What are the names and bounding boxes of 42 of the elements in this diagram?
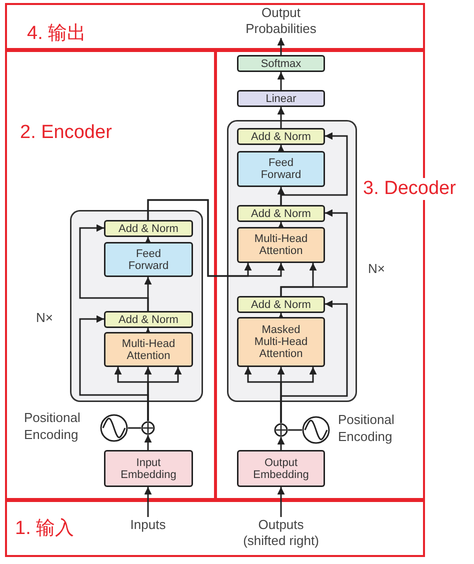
masked-attention-box: Masked Multi-Head Attention [237, 317, 325, 367]
feed-forward-box: Feed Forward [104, 242, 193, 277]
arrow [277, 72, 285, 90]
arrow [280, 209, 348, 296]
arrow [144, 237, 152, 244]
arrow [144, 487, 152, 517]
encoder-region [5, 50, 216, 500]
side-label: Positional Encoding [24, 409, 82, 443]
linear-box: Linear [237, 90, 325, 107]
arrow [144, 435, 152, 450]
output-region [5, 3, 425, 50]
arrow [277, 38, 285, 55]
input-region [5, 500, 425, 557]
arrow [277, 107, 285, 128]
add-norm-box: Add & Norm [104, 220, 193, 237]
side-label: N× [368, 260, 386, 277]
arrow [277, 145, 285, 152]
embedding-box: Output Embedding [237, 450, 325, 487]
arrow [277, 222, 285, 230]
arrow [147, 367, 182, 421]
arrow [79, 224, 149, 311]
add-norm-box: Add & Norm [237, 296, 325, 313]
side-label: Positional Encoding [338, 411, 396, 445]
add-norm-box: Add & Norm [237, 205, 325, 222]
embedding-box: Input Embedding [104, 450, 193, 487]
side-label: N× [36, 309, 54, 326]
region-title: 1. 输入 [15, 518, 74, 540]
arrow [277, 437, 285, 450]
output-label: Outputs (shifted right) [236, 517, 326, 553]
region-title: 3. Decoder [363, 178, 456, 200]
add-norm-box: Add & Norm [237, 128, 325, 145]
arrow [280, 367, 317, 423]
feed-forward-box: Feed Forward [237, 151, 325, 187]
arrow [147, 199, 252, 277]
softmax-box: Softmax [237, 55, 325, 72]
attention-box: Multi-Head Attention [237, 227, 325, 263]
arrow [277, 487, 285, 517]
input-label: Inputs [118, 517, 178, 534]
add-norm-box: Add & Norm [104, 311, 193, 328]
attention-box: Multi-Head Attention [104, 332, 193, 367]
arrow [280, 132, 348, 205]
output-label: Output Probabilities [226, 5, 336, 38]
